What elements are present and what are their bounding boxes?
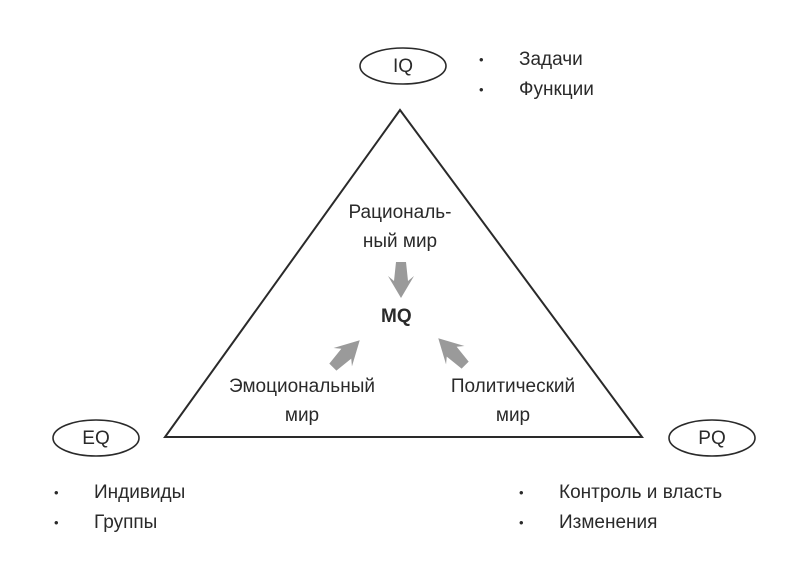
list-item: Группы xyxy=(54,508,185,538)
emotional-world-line-1: Эмоциональный xyxy=(229,376,375,397)
iq-label: IQ xyxy=(392,56,414,77)
political-world-line-1: Политический xyxy=(450,376,576,397)
iq-ellipse xyxy=(359,47,447,85)
arrow-rational-icon xyxy=(388,262,414,298)
rational-world-line-2: ный мир xyxy=(362,231,438,252)
list-item: Индивиды xyxy=(54,478,185,508)
list-item: Функции xyxy=(479,75,594,105)
triangle xyxy=(163,108,644,438)
emotional-world-text: Эмоциональный мир xyxy=(207,372,397,430)
pq-list: Контроль и власть Изменения xyxy=(519,478,722,538)
political-world-text: Политический мир xyxy=(428,372,598,430)
eq-label: EQ xyxy=(82,428,110,449)
pq-ellipse xyxy=(668,419,756,457)
rational-world-line-1: Рациональ- xyxy=(348,202,452,223)
political-world-line-2: мир xyxy=(495,405,531,426)
arrow-political-icon xyxy=(438,338,469,369)
list-item: Изменения xyxy=(519,508,722,538)
pq-label: PQ xyxy=(698,428,726,449)
list-item: Задачи xyxy=(479,45,594,75)
rational-world-text: Рациональ- ный мир xyxy=(330,198,470,256)
iq-list: Задачи Функции xyxy=(479,45,594,105)
emotional-world-line-2: мир xyxy=(284,405,320,426)
eq-list: Индивиды Группы xyxy=(54,478,185,538)
eq-ellipse xyxy=(52,419,140,457)
arrow-emotional-icon xyxy=(329,340,360,371)
list-item: Контроль и власть xyxy=(519,478,722,508)
mq-label: MQ xyxy=(381,306,412,327)
